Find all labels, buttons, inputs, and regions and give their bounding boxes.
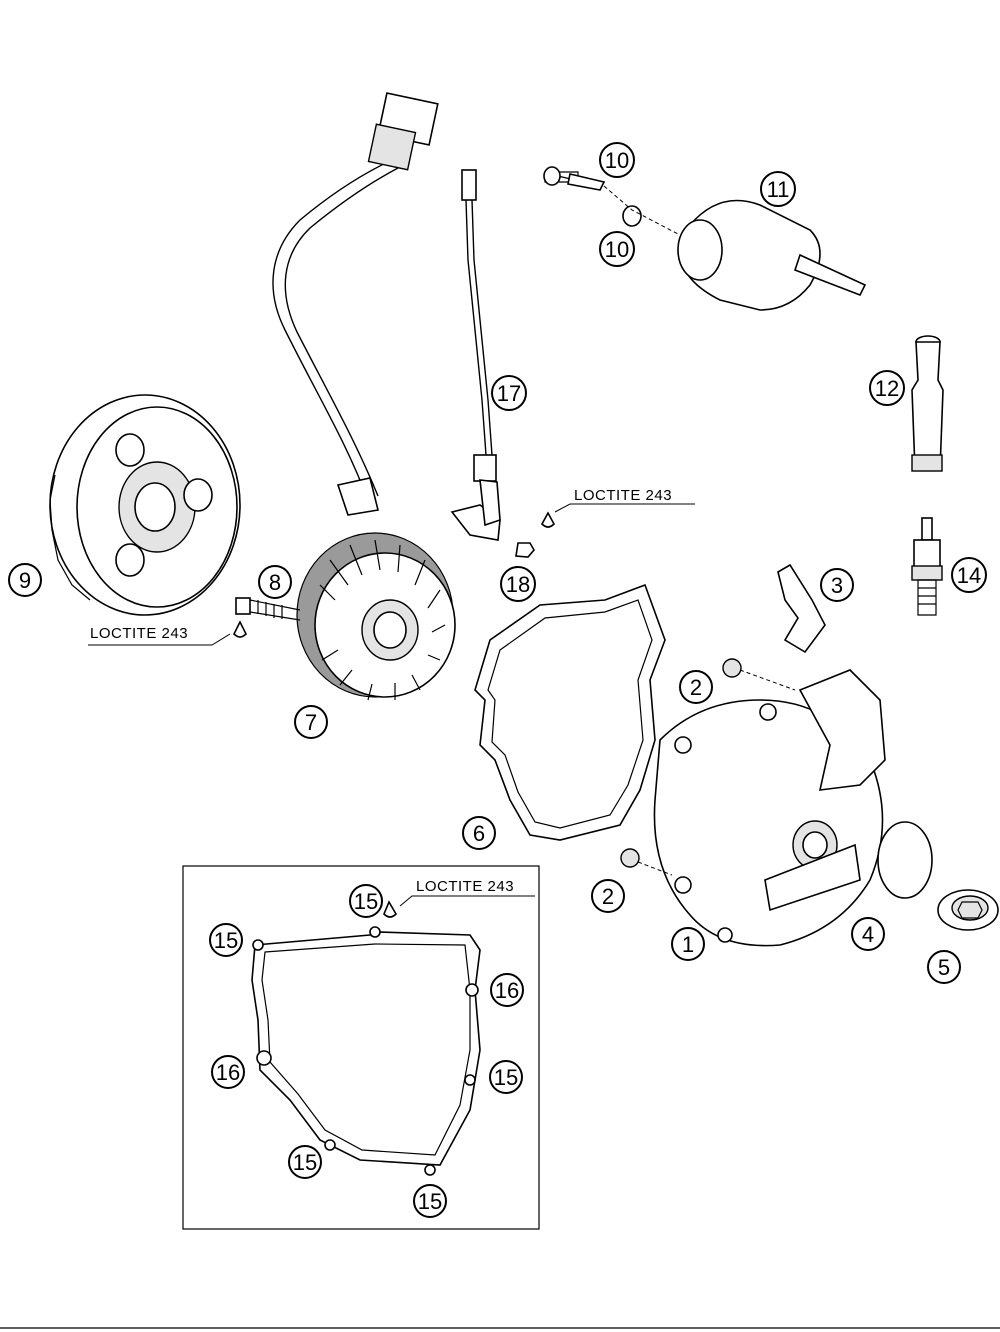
callout-label: 15 <box>354 889 378 914</box>
callout-5: 5 <box>927 950 961 984</box>
callout-label: 15 <box>214 928 238 953</box>
loctite-leaders <box>88 503 695 907</box>
loctite-note-sensor: LOCTITE 243 <box>574 487 672 504</box>
callout-label: 14 <box>957 563 981 588</box>
callout-16b: 16 <box>211 1055 245 1089</box>
callout-label: 1 <box>682 932 694 957</box>
callout-label: 5 <box>938 955 950 980</box>
dowel-pin <box>620 658 796 876</box>
starter-motor <box>543 166 867 311</box>
cable-clip <box>777 563 826 654</box>
flywheel-rotor <box>49 394 241 616</box>
callout-2a: 2 <box>679 670 713 704</box>
stator-coil <box>296 532 456 701</box>
callout-4: 4 <box>851 917 885 951</box>
spark-plug-cap <box>911 335 944 472</box>
callout-12: 12 <box>869 370 905 406</box>
callout-15e: 15 <box>413 1184 447 1218</box>
callout-6: 6 <box>462 816 496 850</box>
o-ring <box>877 821 933 899</box>
callout-3: 3 <box>820 568 854 602</box>
callout-label: 16 <box>216 1060 240 1085</box>
callout-7: 7 <box>294 705 328 739</box>
callout-label: 6 <box>473 821 485 846</box>
callout-14: 14 <box>951 557 987 593</box>
callout-2b: 2 <box>591 879 625 913</box>
callout-10a: 10 <box>599 142 635 178</box>
callout-8: 8 <box>258 565 292 599</box>
callout-label: 4 <box>862 922 874 947</box>
spark-plug <box>911 517 943 616</box>
callout-label: 3 <box>831 573 843 598</box>
callout-label: 2 <box>690 675 702 700</box>
callout-label: 15 <box>293 1150 317 1175</box>
callout-label: 15 <box>494 1065 518 1090</box>
callout-11: 11 <box>760 171 796 207</box>
loctite-note-stator-screw: LOCTITE 243 <box>90 625 188 642</box>
callout-label: 7 <box>305 710 317 735</box>
gasket-kit-box <box>182 865 540 1230</box>
stator-screw <box>233 597 301 638</box>
callout-label: 10 <box>605 237 629 262</box>
callout-10b: 10 <box>599 231 635 267</box>
pickup-sensor <box>450 169 555 558</box>
callout-16a: 16 <box>490 973 524 1007</box>
callout-18: 18 <box>500 566 536 602</box>
callout-label: 15 <box>418 1189 442 1214</box>
callout-15b: 15 <box>209 923 243 957</box>
callout-label: 8 <box>269 570 281 595</box>
callout-9: 9 <box>8 563 42 597</box>
ignition-cover <box>653 669 886 947</box>
callout-15d: 15 <box>288 1145 322 1179</box>
callout-label: 9 <box>19 568 31 593</box>
callout-label: 12 <box>875 376 899 401</box>
callout-label: 11 <box>767 177 790 202</box>
callout-15a: 15 <box>349 884 383 918</box>
screw-plug <box>937 889 999 931</box>
stator-cable-connector <box>272 92 439 516</box>
callout-label: 17 <box>497 381 521 406</box>
callout-label: 16 <box>495 978 519 1003</box>
callout-label: 2 <box>602 884 614 909</box>
callout-1: 1 <box>671 927 705 961</box>
ignition-cover-gasket <box>474 583 666 841</box>
callout-label: 18 <box>506 572 530 597</box>
callout-label: 10 <box>605 148 629 173</box>
callout-15c: 15 <box>489 1060 523 1094</box>
callout-17: 17 <box>491 375 527 411</box>
loctite-note-gasket-kit: LOCTITE 243 <box>416 878 514 895</box>
